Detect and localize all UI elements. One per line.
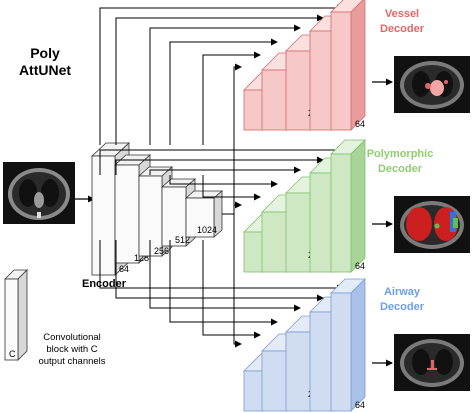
vessel-decoder: 102451225612864 bbox=[243, 0, 366, 131]
vessel-skip-arrow-1024 bbox=[202, 51, 261, 145]
vessel-skip-arrow-256 bbox=[149, 24, 301, 145]
vessel-block-64: 64 bbox=[330, 0, 366, 131]
vessel-channel-label-64: 64 bbox=[355, 119, 365, 129]
airway-bottleneck-arrow bbox=[222, 213, 242, 348]
polymorphic-bottleneck-arrow bbox=[222, 201, 242, 215]
input-ct-image bbox=[3, 162, 75, 224]
polymorphic-block-64: 64 bbox=[330, 139, 366, 273]
legend-text-line-3: output channels bbox=[38, 356, 105, 367]
encoder-channel-256: 256 bbox=[154, 246, 169, 256]
encoder-block-1024: 1024 bbox=[184, 190, 224, 238]
airway-skip-arrow-64 bbox=[99, 240, 344, 292]
airway-skip-arrow-128 bbox=[115, 240, 324, 302]
polymorphic-channel-label-64: 64 bbox=[355, 261, 365, 271]
encoder-channel-128: 128 bbox=[134, 253, 149, 263]
decoders: 1024512256128641024512256128641024512256… bbox=[243, 0, 393, 412]
title-line-1: Poly bbox=[30, 45, 60, 61]
polymorphic-skip-arrow-128 bbox=[115, 156, 324, 175]
airway-decoder-title-line-2: Decoder bbox=[380, 301, 425, 313]
polymorphic-skip-arrow-512 bbox=[169, 175, 278, 188]
polymorphic-decoder-title-line-2: Decoder bbox=[378, 163, 423, 175]
airway-channel-label-64: 64 bbox=[355, 400, 365, 410]
vessel-decoder-title-line-1: Vessel bbox=[385, 8, 419, 20]
legend-text-line-2: block with C bbox=[46, 344, 97, 355]
encoder: 64 128 256 512 1024 Encoder bbox=[82, 142, 224, 290]
polymorphic-decoder: 102451225612864 bbox=[243, 139, 366, 273]
vessel-skip-arrow-128 bbox=[115, 14, 324, 145]
title-line-2: AttUNet bbox=[19, 62, 71, 78]
polymorphic-skip-arrow-256 bbox=[149, 166, 301, 175]
polymorphic-skip-arrow-64 bbox=[99, 146, 344, 175]
encoder-channel-64: 64 bbox=[119, 264, 129, 274]
legend-block: C bbox=[4, 269, 28, 361]
skip-connections bbox=[99, 4, 344, 348]
vessel-skip-arrow-64 bbox=[99, 4, 344, 145]
vessel-bottleneck-arrow bbox=[222, 63, 242, 215]
polymorphic-decoder-title-line-1: Polymorphic bbox=[367, 148, 434, 160]
polymorphic-skip-arrow-1024 bbox=[202, 175, 261, 201]
airway-skip-arrow-512 bbox=[169, 240, 278, 326]
legend-block-letter: C bbox=[9, 349, 16, 359]
airway-skip-arrow-1024 bbox=[202, 240, 261, 339]
legend: C Convolutional block with C output chan… bbox=[4, 269, 106, 367]
airway-skip-arrow-256 bbox=[149, 240, 301, 312]
airway-decoder: 102451225612864 bbox=[243, 278, 366, 412]
vessel-output-image bbox=[394, 56, 470, 113]
vessel-skip-arrow-512 bbox=[169, 38, 278, 145]
airway-block-64: 64 bbox=[330, 278, 366, 412]
legend-text-line-1: Convolutional bbox=[43, 332, 101, 343]
airway-decoder-title-line-1: Airway bbox=[384, 286, 421, 298]
encoder-channel-512: 512 bbox=[175, 235, 190, 245]
polymorphic-output-image bbox=[394, 196, 470, 253]
vessel-decoder-title-line-2: Decoder bbox=[380, 23, 425, 35]
encoder-channel-1024: 1024 bbox=[197, 225, 217, 235]
airway-output-image bbox=[394, 334, 470, 391]
